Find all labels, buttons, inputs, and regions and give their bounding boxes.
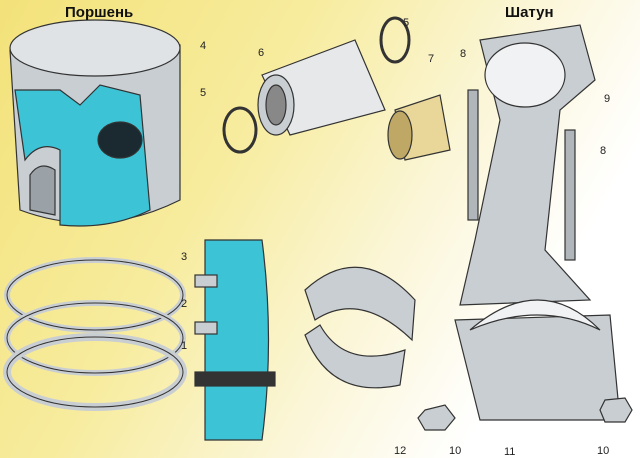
- bushing-drawing: [387, 94, 451, 161]
- callout-11: 11: [504, 446, 515, 458]
- callout-4: 4: [200, 40, 206, 52]
- piston-rings-drawing: [3, 257, 187, 411]
- callout-3: 3: [181, 251, 187, 263]
- piston-title: Поршень: [65, 4, 133, 21]
- conrod-title: Шатун: [505, 4, 554, 21]
- circlip-right: [379, 16, 411, 64]
- callout-6: 6: [258, 47, 264, 59]
- conrod-drawing: [454, 24, 621, 421]
- piston-drawing: [9, 19, 181, 227]
- callout-2: 2: [181, 298, 187, 310]
- callout-9: 9: [604, 93, 610, 105]
- piston-pin-drawing: [257, 39, 386, 136]
- callout-5-right: 5: [403, 17, 409, 29]
- callout-8-right: 8: [600, 145, 606, 157]
- callout-10-right: 10: [597, 445, 609, 457]
- nut-right: [599, 397, 633, 423]
- bearing-shells-drawing: [304, 266, 416, 389]
- callout-7: 7: [428, 53, 434, 65]
- callout-5-left: 5: [200, 87, 206, 99]
- callout-1: 1: [181, 340, 187, 352]
- callout-12: 12: [394, 445, 406, 457]
- nut-left: [417, 404, 456, 431]
- circlip-left: [222, 106, 258, 154]
- callout-10-left: 10: [449, 445, 461, 457]
- ring-groove-section: [194, 239, 276, 441]
- callout-8-left: 8: [460, 48, 466, 60]
